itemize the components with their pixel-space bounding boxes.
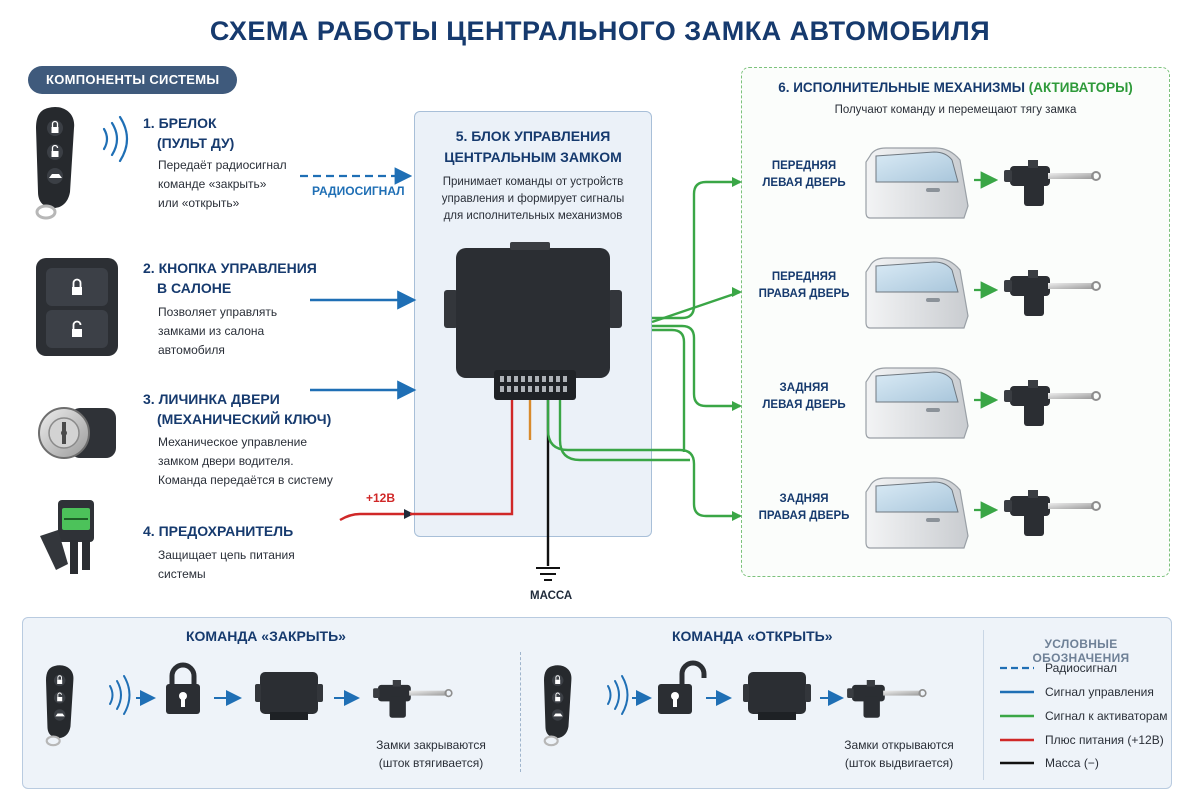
actuator-front-right-icon bbox=[1003, 269, 1101, 317]
open-actuator-icon bbox=[846, 679, 927, 719]
keyfob-title: 1. БРЕЛОК (ПУЛЬТ ДУ) bbox=[143, 115, 235, 151]
front-left-door-icon bbox=[865, 147, 969, 219]
close-command-caption: Замки закрываются(шток втягивается) bbox=[376, 738, 486, 770]
cabin-button-icon bbox=[36, 258, 118, 356]
actuator-rear-left-icon bbox=[1003, 379, 1101, 427]
legend-title: УСЛОВНЫЕ ОБОЗНАЧЕНИЯ bbox=[1032, 637, 1130, 665]
open-ecu-icon bbox=[743, 672, 811, 720]
keyfob-desc: Передаёт радиосигнал команде «закрыть» и… bbox=[158, 158, 287, 210]
lock-cylinder-title: 3. ЛИЧИНКА ДВЕРИ (МЕХАНИЧЕСКИЙ КЛЮЧ) bbox=[143, 391, 332, 427]
actuator-rear-right-icon bbox=[1003, 489, 1101, 537]
legend-actuator: Сигнал к активаторам bbox=[1045, 709, 1168, 723]
ecu-device-icon bbox=[444, 242, 622, 400]
keyfob-icon bbox=[34, 105, 76, 220]
legend-ground: Масса (−) bbox=[1045, 756, 1099, 770]
open-command-caption: Замки открываются(шток выдвигается) bbox=[844, 738, 954, 770]
actuator-front-left-icon bbox=[1003, 159, 1101, 207]
ecu-title: 5. БЛОК УПРАВЛЕНИЯ ЦЕНТРАЛЬНЫМ ЗАМКОМ bbox=[444, 128, 622, 165]
legend-power: Плюс питания (+12В) bbox=[1045, 733, 1164, 747]
radio-signal-label: РАДИОСИГНАЛ bbox=[312, 184, 405, 198]
front-right-door-icon bbox=[865, 257, 969, 329]
legend-divider bbox=[983, 630, 984, 780]
rear-right-door-icon bbox=[865, 477, 969, 549]
close-actuator-icon bbox=[372, 679, 453, 719]
power-line bbox=[339, 512, 412, 522]
legend-radio: Радиосигнал bbox=[1045, 661, 1118, 675]
close-keyfob-icon bbox=[44, 664, 75, 747]
open-command-title: КОМАНДА «ОТКРЫТЬ» bbox=[672, 628, 833, 644]
lock-cylinder-desc: Механическое управление замком двери вод… bbox=[158, 435, 333, 487]
plus12-label: +12В bbox=[366, 491, 396, 505]
ground-label: МАССА bbox=[530, 590, 573, 602]
ecu-desc: Принимает команды от устройств управлени… bbox=[441, 176, 625, 222]
commands-divider bbox=[520, 652, 521, 772]
cabin-button-title: 2. КНОПКА УПРАВЛЕНИЯ В САЛОНЕ bbox=[143, 260, 317, 296]
open-lock-icon bbox=[658, 660, 707, 714]
actuators-subtitle: Получают команду и перемещают тягу замка bbox=[834, 104, 1077, 116]
close-ecu-icon bbox=[255, 672, 323, 720]
cabin-button-desc: Позволяет управлять замками из салона ав… bbox=[158, 305, 278, 357]
legend-control: Сигнал управления bbox=[1045, 685, 1154, 699]
page-title: СХЕМА РАБОТЫ ЦЕНТРАЛЬНОГО ЗАМКА АВТОМОБИ… bbox=[209, 16, 991, 46]
ground-symbol-icon bbox=[536, 567, 560, 581]
fuse-desc: Защищает цепь питания системы bbox=[158, 548, 295, 581]
components-header: КОМПОНЕНТЫ СИСТЕМЫ bbox=[28, 66, 238, 94]
commands-panel bbox=[22, 617, 1172, 789]
lock-cylinder-icon bbox=[38, 407, 116, 459]
closed-lock-icon bbox=[166, 662, 200, 714]
close-command-title: КОМАНДА «ЗАКРЫТЬ» bbox=[186, 628, 346, 644]
radio-waves-icon bbox=[102, 115, 129, 163]
fuse-icon bbox=[40, 500, 94, 574]
fuse-title: 4. ПРЕДОХРАНИТЕЛЬ bbox=[143, 523, 294, 539]
actuator-wires bbox=[546, 180, 741, 518]
open-keyfob-icon bbox=[542, 664, 573, 747]
actuators-title: 6. ИСПОЛНИТЕЛЬНЫЕ МЕХАНИЗМЫ (АКТИВАТОРЫ) bbox=[778, 80, 1133, 95]
rear-left-door-icon bbox=[865, 367, 969, 439]
